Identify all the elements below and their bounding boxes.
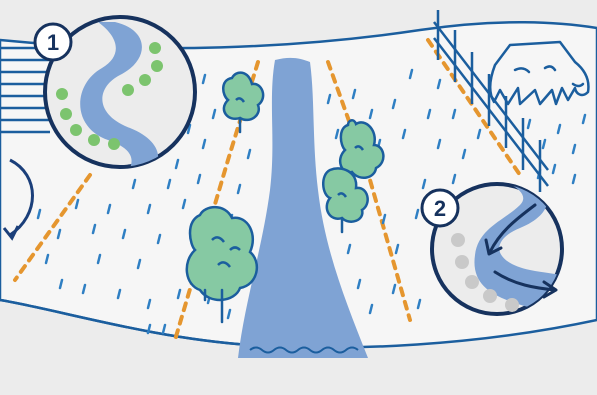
callout-2-number: 2 [434,196,446,221]
callout-1-number: 1 [47,30,59,55]
